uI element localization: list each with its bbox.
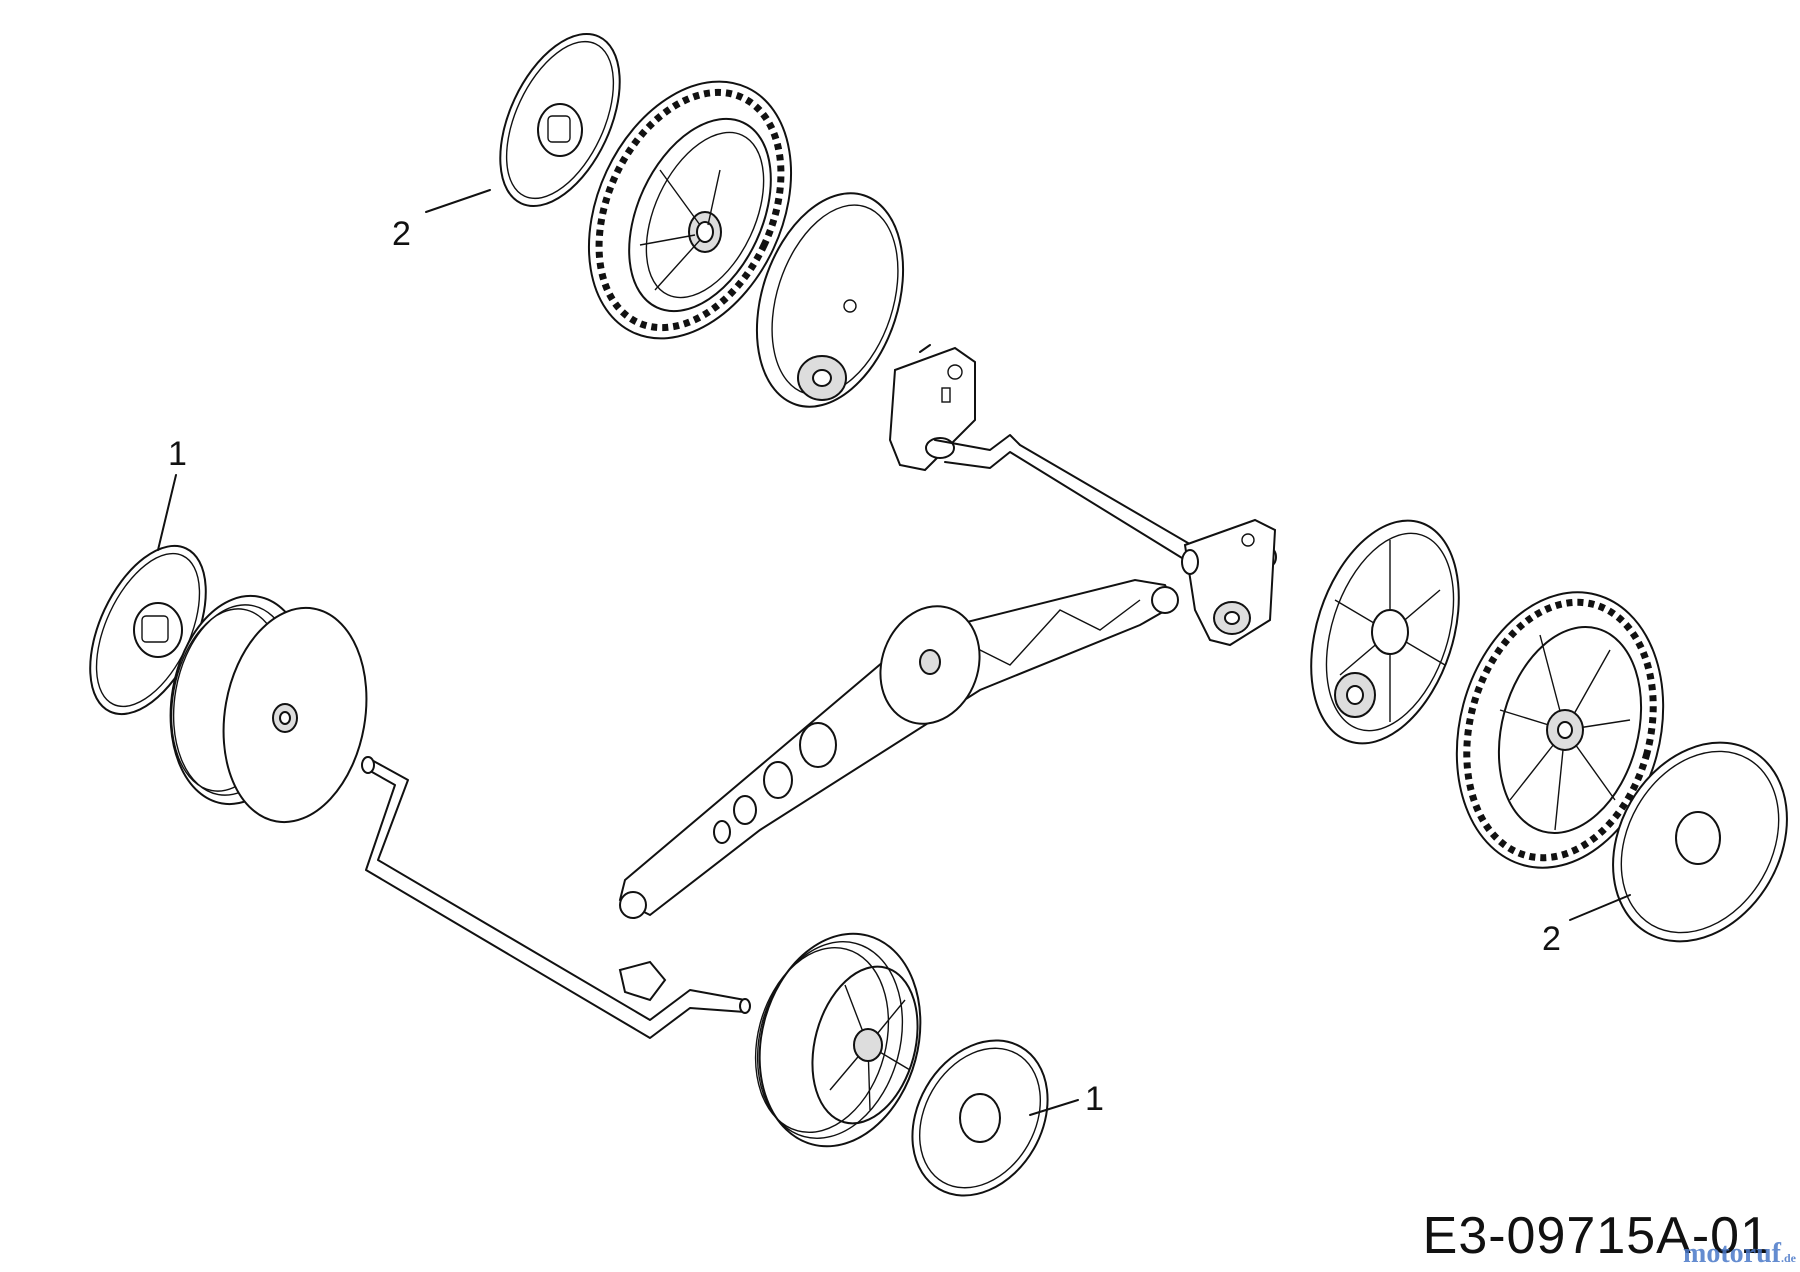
hub-cap-upper <box>499 32 621 208</box>
connecting-lever-arm <box>618 578 1179 919</box>
callout-2-upper: 2 <box>392 215 411 253</box>
rear-drive-wheel-upper <box>587 80 793 340</box>
rear-drive-wheel-right <box>1455 591 1665 869</box>
hub-cap-right <box>1612 741 1788 943</box>
leader-lines <box>157 189 1631 1116</box>
wheel-cover-disk-upper <box>755 192 905 408</box>
hub-cap-lower <box>911 1039 1049 1197</box>
watermark: motoruf.de <box>1683 1238 1796 1270</box>
callout-1-lower: 1 <box>1085 1080 1104 1118</box>
height-adjuster-right <box>1181 518 1277 647</box>
watermark-suffix: .de <box>1781 1251 1796 1265</box>
front-wheel-left <box>169 594 368 824</box>
callout-2-right: 2 <box>1542 920 1561 958</box>
front-wheel-lower <box>754 932 922 1148</box>
callout-1-left: 1 <box>168 435 187 473</box>
front-axle-rod <box>361 756 751 1039</box>
drawing-code: E3-09715A-01 <box>1422 1207 1770 1265</box>
wheel-cover-disk-right <box>1310 519 1460 745</box>
watermark-text: motoruf <box>1683 1238 1781 1269</box>
